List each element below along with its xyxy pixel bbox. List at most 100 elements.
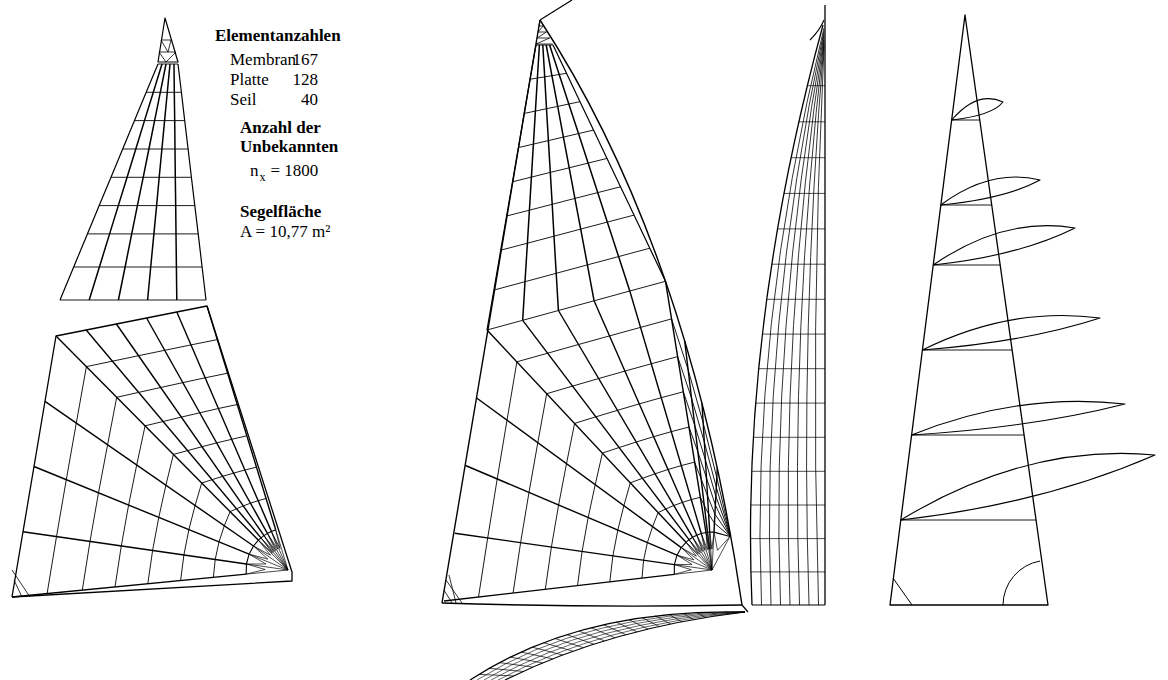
side-sail-mesh [772, 264, 825, 265]
upper-panel-mesh [99, 205, 195, 206]
lower-panel-mesh [181, 467, 257, 580]
tack-patch [12, 570, 30, 597]
label-text: A = 10,77 m² [240, 222, 330, 241]
plan-view-outline [505, 612, 745, 680]
lower-sail-mesh [642, 497, 730, 578]
side-sail-mesh [767, 299, 825, 300]
label-text: 167 [293, 50, 319, 69]
upper-sail-mesh [524, 102, 580, 114]
upper-sail-mesh [518, 130, 593, 148]
lower-panel-outline [12, 306, 292, 597]
lower-sail-mesh [610, 462, 730, 582]
section-profile [941, 177, 1040, 205]
label-text: = 1800 [271, 161, 319, 180]
upper-sail-mesh [487, 45, 536, 330]
tack-mesh [446, 580, 462, 603]
lower-sail-mesh [706, 532, 709, 549]
upper-panel-mesh [111, 177, 191, 178]
head-mesh [536, 44, 553, 45]
lower-sail-mesh [479, 319, 731, 597]
lower-sail-mesh [444, 574, 674, 601]
label-text: Membran [230, 50, 296, 69]
plan-view-mesh [500, 663, 533, 668]
upper-sail-mesh [523, 45, 540, 320]
lower-panel-mesh [47, 340, 217, 594]
section-chord [933, 265, 1000, 266]
lower-panel-mesh [115, 405, 237, 587]
label-text: x [260, 170, 266, 184]
upper-panel-mesh [178, 64, 206, 300]
plan-view-mesh [555, 639, 583, 648]
tack-mesh [444, 590, 452, 603]
head-mesh [538, 26, 543, 32]
side-sail-mesh [807, 43, 824, 605]
upper-sail-mesh [501, 215, 634, 250]
label-text: Anzahl der Unbekannten [240, 118, 358, 156]
upper-sail-mesh [546, 45, 594, 301]
plan-view-mesh [477, 612, 745, 680]
mast-line [824, 5, 825, 605]
section-profile [933, 226, 1075, 265]
side-sail-mesh [807, 85, 825, 86]
label-text: n [250, 161, 259, 180]
section-chord [912, 435, 1025, 436]
lower-sail-mesh [681, 542, 696, 556]
side-sail-mesh [751, 505, 825, 506]
side-sail-mesh [752, 471, 825, 472]
foot-line [442, 603, 742, 606]
lower-panel-mesh [246, 564, 265, 574]
lower-sail-mesh [714, 532, 730, 550]
side-sail-mesh [756, 403, 825, 404]
lower-panel-mesh [82, 373, 227, 590]
plan-view-mesh [532, 647, 563, 655]
upper-sail-mesh [553, 45, 666, 281]
head-mesh [537, 38, 550, 39]
side-sail-mesh [759, 368, 825, 369]
lower-panel-mesh [271, 530, 280, 549]
side-sail-outline [752, 604, 825, 605]
side-sail-mesh [799, 121, 825, 122]
head-mesh [539, 20, 540, 26]
tack-patch-line [893, 578, 912, 605]
upper-sail-mesh [530, 73, 566, 79]
plan-view-outline [470, 612, 745, 680]
side-sail-mesh [797, 40, 824, 605]
label-text: Platte [230, 70, 269, 89]
lower-panel-mesh [207, 306, 276, 530]
tack-patch [14, 580, 22, 597]
side-sail-mesh [769, 31, 824, 605]
plan-view-mesh [567, 635, 594, 645]
lower-sail-mesh [674, 565, 691, 575]
plan-view-mesh [491, 612, 745, 680]
clew-patch-line [1003, 561, 1040, 605]
lower-panel-mesh [213, 499, 266, 578]
side-sail-mesh [751, 571, 825, 572]
side-sail-mesh [753, 437, 825, 438]
head-patch [161, 40, 171, 52]
upper-sail-mesh [550, 45, 630, 291]
lower-sail-mesh [712, 537, 730, 571]
upper-panel-mesh [174, 64, 177, 300]
side-sail-mesh [791, 157, 825, 158]
lower-sail-mesh [708, 532, 713, 570]
upper-sail-mesh [543, 45, 559, 311]
tack-mesh [449, 575, 456, 603]
lower-panel-mesh [276, 530, 288, 570]
side-sail-mesh [760, 28, 824, 605]
plan-view-mesh [544, 643, 574, 652]
side-sail-mesh [751, 538, 826, 539]
lower-sail-mesh [706, 533, 712, 571]
lower-sail-mesh [578, 427, 731, 586]
side-sail-mesh [784, 193, 825, 194]
head-patch [161, 40, 171, 41]
label-text: Segelfläche [240, 202, 321, 221]
upper-sail-mesh [513, 158, 608, 181]
head-mesh [537, 32, 546, 38]
upper-panel-mesh [60, 300, 206, 301]
side-sail-outline [750, 25, 823, 605]
plan-view-mesh [484, 612, 745, 680]
section-chord [901, 520, 1036, 521]
lower-sail-mesh [674, 570, 712, 574]
